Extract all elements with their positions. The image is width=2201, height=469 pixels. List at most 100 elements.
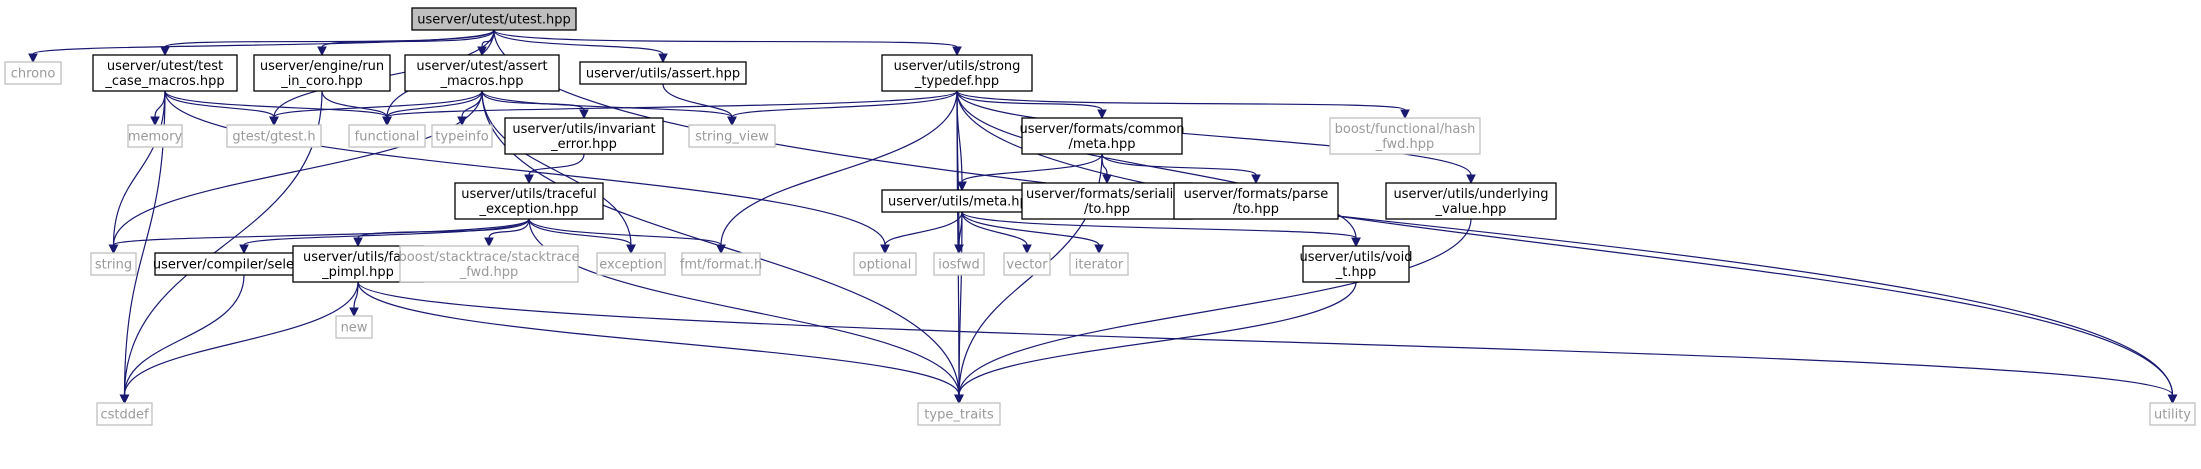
node-label-assert_macros-line-0: userver/utest/assert: [416, 59, 547, 74]
node-gtest: gtest/gtest.h: [226, 124, 322, 148]
edge-fast_pimpl-to-new: [353, 281, 359, 309]
node-box-run_in_coro: [253, 54, 391, 92]
node-utils_assert[interactable]: userver/utils/assert.hpp: [579, 61, 747, 85]
node-new: new: [335, 315, 373, 339]
arrowhead-root-to-assert_macros: [477, 46, 487, 57]
node-label-utility-line-0: utility: [2154, 408, 2191, 423]
node-root: userver/utest/utest.hpp: [411, 7, 577, 31]
node-parse_to[interactable]: userver/formats/parse/to.hpp: [1173, 182, 1339, 220]
node-label-vector-line-0: vector: [1006, 258, 1048, 273]
edge-formats_meta-to-utils_meta: [961, 153, 1103, 183]
node-label-strong_typedef-line-0: userver/utils/strong: [894, 59, 1021, 74]
edge-traceful_exception-to-compiler_select: [243, 218, 530, 246]
node-invariant_error[interactable]: userver/utils/invariant_error.hpp: [504, 117, 664, 155]
edge-utils_meta-to-type_traits: [958, 211, 963, 396]
node-box-strong_typedef: [881, 54, 1033, 92]
edge-utils_meta-to-iterator: [961, 211, 1100, 246]
node-label-run_in_coro-line-1: _in_coro.hpp: [280, 74, 363, 89]
node-box-cstddef: [96, 402, 153, 426]
node-label-serialize_to-line-0: userver/formats/serialize: [1026, 187, 1188, 202]
arrowhead-strong_typedef-to-formats_meta: [1097, 109, 1107, 120]
node-label-functional-line-0: functional: [355, 130, 420, 145]
node-label-serialize_to-line-1: /to.hpp: [1084, 202, 1130, 217]
node-exception: exception: [596, 252, 666, 276]
node-typeinfo: typeinfo: [431, 124, 493, 148]
arrowhead-traceful_exception-to-exception: [626, 244, 636, 255]
arrowhead-traceful_exception-to-string: [108, 244, 119, 255]
node-assert_macros[interactable]: userver/utest/assert_macros.hpp: [404, 54, 560, 92]
node-label-gtest-line-0: gtest/gtest.h: [232, 130, 315, 145]
node-box-string_view: [688, 124, 776, 148]
edge-formats_meta-to-parse_to: [1101, 153, 1257, 176]
node-strong_typedef[interactable]: userver/utils/strong_typedef.hpp: [881, 54, 1033, 92]
edge-underlying_value-to-type_traits: [958, 218, 1472, 396]
arrowhead-utils_meta-to-iterator: [1094, 244, 1104, 255]
node-underlying_value[interactable]: userver/utils/underlying_value.hpp: [1385, 182, 1557, 220]
node-serialize_to[interactable]: userver/formats/serialize/to.hpp: [1021, 182, 1193, 220]
node-box-iterator: [1069, 252, 1129, 276]
node-box-exception: [596, 252, 666, 276]
node-box-iosfwd: [933, 252, 985, 276]
node-optional: optional: [853, 252, 917, 276]
node-box-void_t: [1302, 245, 1410, 283]
node-void_t[interactable]: userver/utils/void_t.hpp: [1300, 245, 1413, 283]
edge-compiler_select-to-cstddef: [123, 274, 245, 396]
node-label-root-line-0: userver/utest/utest.hpp: [417, 13, 570, 28]
node-label-compiler_select-line-0: userver/compiler/select.hpp: [153, 258, 335, 273]
edge-utils_meta-to-vector: [961, 211, 1028, 246]
node-label-iosfwd-line-0: iosfwd: [938, 258, 980, 273]
node-functional: functional: [348, 124, 426, 148]
arrowhead-traceful_exception-to-stacktrace_fwd: [484, 237, 494, 248]
arrowhead-fast_pimpl-to-new: [349, 307, 359, 318]
edge-fast_pimpl-to-cstddef: [123, 281, 359, 396]
arrowhead-utils_meta-to-vector: [1022, 244, 1032, 255]
node-box-gtest: [226, 124, 322, 148]
node-stacktrace_fwd: boost/stacktrace/stacktrace_fwd.hpp: [399, 245, 579, 283]
node-box-typeinfo: [431, 124, 493, 148]
node-label-parse_to-line-1: /to.hpp: [1233, 202, 1279, 217]
node-test_case_macros[interactable]: userver/utest/test_case_macros.hpp: [92, 54, 238, 92]
node-label-type_traits-line-0: type_traits: [924, 408, 994, 423]
node-label-underlying_value-line-0: userver/utils/underlying: [1394, 187, 1549, 202]
arrowhead-root-to-chrono: [28, 53, 38, 64]
node-box-traceful_exception: [454, 182, 604, 220]
node-label-string-line-0: string: [95, 258, 132, 273]
arrowhead-test_case_macros-to-memory: [150, 116, 160, 127]
node-box-hash_fwd: [1329, 117, 1481, 155]
edge-assert_macros-to-exception: [481, 90, 632, 246]
node-box-assert_macros: [404, 54, 560, 92]
arrowhead-traceful_exception-to-fmt_format: [716, 244, 726, 255]
edge-root-to-utils_assert: [493, 29, 664, 55]
node-box-utility: [2149, 402, 2196, 426]
node-formats_meta[interactable]: userver/formats/common/meta.hpp: [1020, 117, 1185, 155]
node-box-chrono: [4, 61, 62, 85]
edge-fast_pimpl-to-utility: [357, 281, 2174, 396]
arrowhead-fast_pimpl-to-cstddef: [119, 394, 130, 405]
edge-assert_macros-to-string_view: [481, 90, 733, 118]
node-iosfwd: iosfwd: [933, 252, 985, 276]
arrowhead-traceful_exception-to-fast_pimpl: [353, 237, 363, 248]
node-type_traits: type_traits: [917, 402, 1001, 426]
edge-traceful_exception-to-exception: [528, 218, 632, 246]
node-utility: utility: [2149, 402, 2196, 426]
node-box-type_traits: [917, 402, 1001, 426]
node-box-fmt_format: [681, 252, 761, 276]
node-label-optional-line-0: optional: [859, 258, 912, 273]
node-label-exception-line-0: exception: [599, 258, 663, 273]
node-vector: vector: [1003, 252, 1051, 276]
node-box-stacktrace_fwd: [399, 245, 579, 283]
arrowhead-utils_meta-to-optional: [880, 244, 890, 255]
node-label-stacktrace_fwd-line-1: _fwd.hpp: [459, 265, 519, 280]
edge-fast_pimpl-to-type_traits: [357, 281, 960, 396]
edge-strong_typedef-to-fmt_format: [720, 90, 958, 246]
edge-strong_typedef-to-hash_fwd: [956, 90, 1406, 111]
edge-strong_typedef-to-string_view: [731, 90, 958, 118]
node-hash_fwd: boost/functional/hash_fwd.hpp: [1329, 117, 1481, 155]
node-compiler_select[interactable]: userver/compiler/select.hpp: [153, 252, 335, 276]
node-utils_meta[interactable]: userver/utils/meta.hpp: [881, 189, 1043, 213]
node-traceful_exception[interactable]: userver/utils/traceful_exception.hpp: [454, 182, 604, 220]
edge-test_case_macros-to-functional: [164, 90, 388, 118]
edge-root-to-strong_typedef: [493, 29, 958, 48]
node-run_in_coro[interactable]: userver/engine/run_in_coro.hpp: [253, 54, 391, 92]
arrowhead-root-to-test_case_macros: [160, 46, 170, 57]
